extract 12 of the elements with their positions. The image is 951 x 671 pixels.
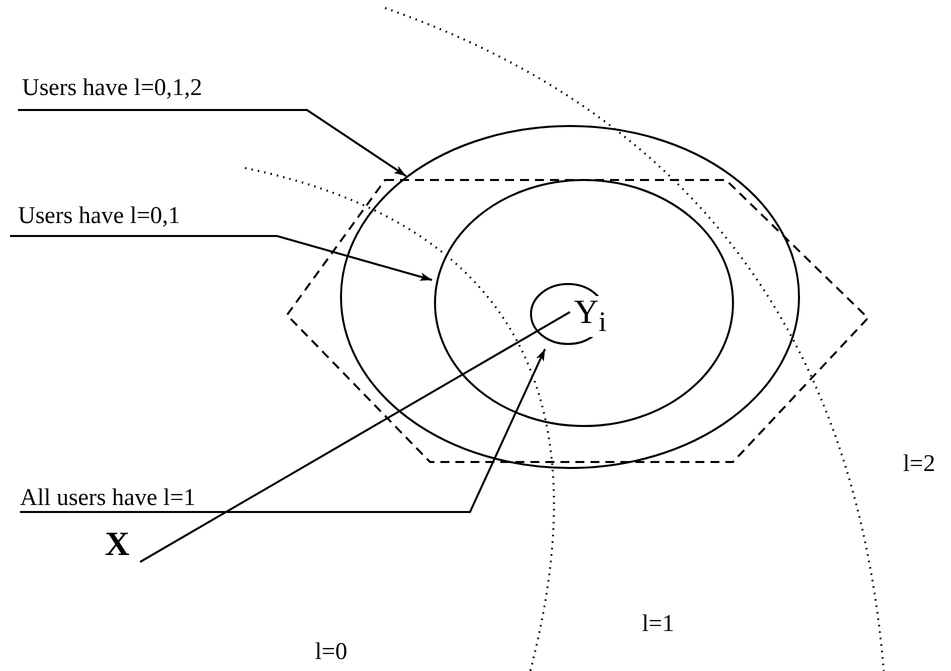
point-label: X bbox=[105, 528, 130, 562]
region-label: l=1 bbox=[642, 612, 674, 636]
region-label: l=0 bbox=[315, 640, 348, 664]
point-label: Y$_{i}$ bbox=[572, 296, 608, 338]
leader-line bbox=[18, 109, 407, 177]
leader-line bbox=[20, 348, 546, 513]
region-label: l=2 bbox=[903, 452, 936, 476]
callout-text: Users have l=0,1 bbox=[18, 204, 180, 228]
leader-line bbox=[140, 311, 570, 563]
callout-text: Users have l=0,1,2 bbox=[22, 76, 202, 100]
leader-line bbox=[10, 235, 432, 281]
callout-text: All users have l=1 bbox=[20, 486, 196, 510]
